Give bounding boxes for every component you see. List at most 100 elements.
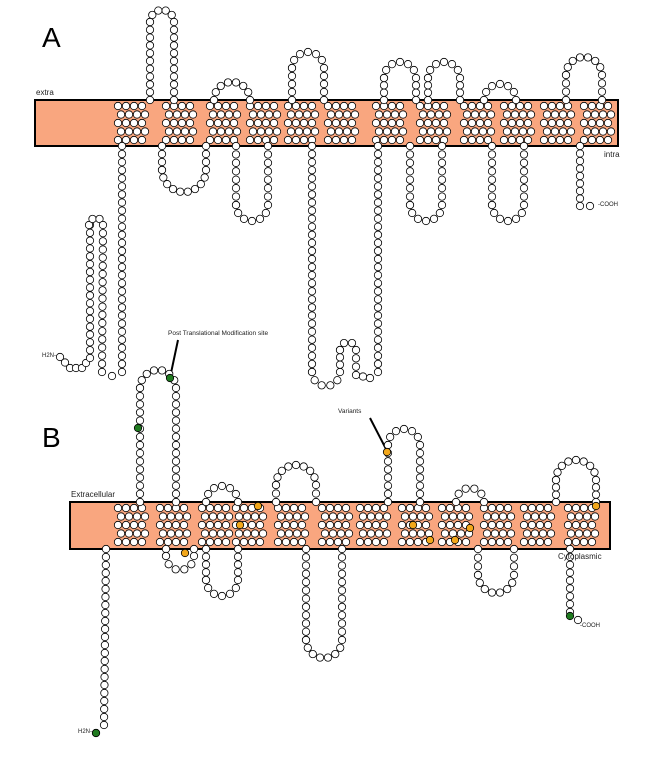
residue xyxy=(456,512,466,521)
residue xyxy=(231,78,241,87)
residue xyxy=(185,135,195,145)
residue xyxy=(135,457,145,466)
residue xyxy=(395,57,405,67)
residue xyxy=(411,81,421,90)
residue xyxy=(429,214,439,223)
residue xyxy=(415,481,425,490)
residue xyxy=(400,529,410,538)
residue xyxy=(587,537,597,547)
residue xyxy=(117,303,127,312)
residue xyxy=(423,73,433,83)
residue xyxy=(98,343,107,352)
residue xyxy=(299,101,309,111)
residue xyxy=(464,512,474,521)
residue xyxy=(326,110,336,119)
residue xyxy=(550,127,560,136)
residue xyxy=(334,110,344,119)
panel-a-label: A xyxy=(42,22,61,53)
residue xyxy=(339,101,349,111)
residue xyxy=(527,503,537,513)
residue xyxy=(307,295,317,304)
residue xyxy=(373,198,383,207)
residue xyxy=(176,187,185,196)
residue xyxy=(319,87,329,97)
residue xyxy=(99,720,109,730)
residue xyxy=(527,520,537,530)
residue xyxy=(301,594,311,603)
residue xyxy=(579,457,588,466)
residue xyxy=(582,110,592,119)
residue xyxy=(182,512,192,521)
residue xyxy=(518,127,528,136)
residue xyxy=(163,520,173,530)
residue xyxy=(423,88,433,97)
residue xyxy=(373,287,383,296)
residue xyxy=(453,65,462,75)
residue xyxy=(117,335,127,344)
residue xyxy=(451,497,461,507)
residue xyxy=(247,520,257,530)
residue xyxy=(200,512,210,521)
residue xyxy=(553,468,562,477)
residue xyxy=(117,198,127,207)
residue xyxy=(171,416,181,425)
residue xyxy=(519,167,529,176)
residue xyxy=(483,118,493,128)
residue xyxy=(383,481,393,490)
residue xyxy=(137,101,147,111)
residue xyxy=(297,520,307,530)
residue xyxy=(117,295,127,304)
residue xyxy=(571,537,581,547)
residue xyxy=(129,537,139,547)
residue xyxy=(117,230,127,239)
residue xyxy=(231,175,241,184)
residue xyxy=(573,615,583,625)
residue xyxy=(200,529,210,538)
residue xyxy=(475,578,484,587)
residue xyxy=(405,537,415,547)
residue xyxy=(85,283,95,292)
residue xyxy=(145,95,155,105)
residue xyxy=(145,41,155,50)
residue xyxy=(506,512,516,521)
residue xyxy=(140,512,150,521)
residue xyxy=(157,157,167,167)
residue xyxy=(303,643,312,652)
ptm-site-residue xyxy=(565,611,575,621)
residue xyxy=(231,150,241,159)
residue xyxy=(229,101,239,111)
residue xyxy=(462,127,472,136)
residue xyxy=(561,87,571,96)
residue xyxy=(311,480,321,490)
residue xyxy=(263,158,273,167)
residue xyxy=(179,520,189,530)
residue xyxy=(179,537,189,547)
residue xyxy=(371,520,381,530)
residue xyxy=(445,503,455,513)
residue xyxy=(328,512,338,521)
residue xyxy=(163,180,172,189)
residue xyxy=(231,141,241,151)
residue xyxy=(307,319,317,328)
residue xyxy=(487,184,497,193)
residue xyxy=(423,81,433,90)
residue xyxy=(331,118,341,128)
residue xyxy=(171,400,181,409)
residue xyxy=(190,184,200,194)
residue xyxy=(283,101,293,111)
residue xyxy=(197,520,207,530)
residue xyxy=(117,174,127,183)
residue xyxy=(154,6,163,15)
residue xyxy=(475,101,485,111)
residue xyxy=(374,512,384,521)
residue xyxy=(258,512,268,521)
residue xyxy=(281,503,291,513)
residue xyxy=(347,135,357,145)
residue xyxy=(180,110,190,119)
residue xyxy=(383,473,393,482)
residue xyxy=(547,135,557,145)
residue xyxy=(487,520,497,530)
residue xyxy=(519,184,529,193)
residue xyxy=(169,80,179,89)
residue xyxy=(301,577,311,587)
